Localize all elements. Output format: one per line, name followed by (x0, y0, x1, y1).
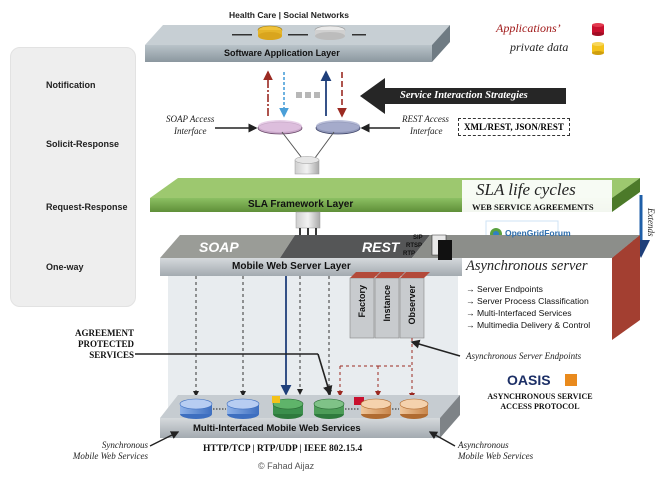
soap-interface-label-1: SOAP Access (166, 114, 215, 124)
private-data-icons (592, 23, 604, 55)
protocol-rtp: RTP (403, 251, 415, 257)
copyright: © Fahad Aijaz (258, 461, 315, 471)
legend-request-response: Request-Response (46, 202, 128, 212)
protocol-sip: SIP (413, 235, 423, 241)
soap-band-label: SOAP (199, 239, 239, 255)
legend-solicit-response: Solicit-Response (46, 139, 120, 149)
feature-process-classification: → Server Process Classification (466, 296, 589, 306)
rest-band-label: REST (362, 239, 400, 255)
sla-agreements: WEB SERVICE AGREEMENTS (472, 202, 594, 212)
agreement-line-3: SERVICES (89, 350, 134, 360)
feature-server-endpoints: → Server Endpoints (466, 284, 543, 294)
private-data-label: private data (510, 40, 569, 54)
sla-layer-title: SLA Framework Layer (248, 199, 354, 210)
formats-box: XML/REST, JSON/REST (458, 118, 570, 136)
async-server-title: Asynchronous server (466, 258, 588, 274)
mobile-layer-title: Mobile Web Server Layer (232, 261, 351, 272)
async-line-1: Asynchronous (458, 440, 509, 450)
agreement-protected-label: AGREEMENT PROTECTED SERVICES (58, 328, 134, 361)
legend-notification: Notification (46, 80, 96, 90)
sync-line-1: Synchronous (101, 440, 148, 450)
top-databases (232, 25, 366, 40)
agreement-line-1: AGREEMENT (74, 328, 134, 338)
service-strategies-arrow (360, 78, 566, 114)
applications-label: Applications’ (496, 21, 561, 35)
column-instance: Instance (382, 285, 392, 322)
async-line-2: Mobile Web Services (458, 451, 534, 461)
extends-label: Extends (646, 208, 656, 237)
sla-lifecycles: SLA life cycles (476, 180, 576, 199)
feature-multimedia: → Multimedia Delivery & Control (466, 320, 591, 330)
async-brick (612, 235, 640, 340)
top-categories: Health Care | Social Networks (229, 10, 350, 20)
sync-services-label: Synchronous Mobile Web Services (52, 440, 148, 462)
agreement-line-2: PROTECTED (77, 339, 134, 349)
bottom-layer-front (160, 418, 440, 438)
async-endpoints-label: Asynchronous Server Endpoints (466, 351, 582, 361)
bottom-protocols: HTTP/TCP | RTP/UDP | IEEE 802.15.4 (203, 444, 363, 454)
protocol-rtsp: RTSP (406, 243, 423, 249)
legend-panel (10, 47, 136, 307)
async-feature-list: → Server Endpoints → Server Process Clas… (466, 283, 590, 331)
rest-interface-label-1: REST Access (402, 114, 449, 124)
legend-one-way: One-way (46, 262, 84, 272)
oasis-caption: ASYNCHRONOUS SERVICE ACCESS PROTOCOL (480, 392, 600, 412)
ogf-logo-text: OpenGridForum (505, 228, 571, 238)
oasis-line-2: ACCESS PROTOCOL (500, 402, 580, 411)
oasis-logo: OASIS (507, 372, 551, 388)
soap-interface-label-2: Interface (174, 126, 207, 136)
software-layer-front (145, 45, 432, 62)
sync-line-2: Mobile Web Services (72, 451, 148, 461)
soap-band (160, 235, 295, 258)
rest-band (280, 235, 430, 258)
bottom-services (179, 396, 429, 419)
service-strategies-label: Service Interaction Strategies (400, 90, 528, 101)
software-layer-title: Software Application Layer (224, 48, 340, 58)
oasis-line-1: ASYNCHRONOUS SERVICE (487, 392, 593, 401)
async-services-label: Asynchronous Mobile Web Services (458, 440, 533, 462)
column-observer: Observer (407, 285, 417, 325)
rest-interface-label-2: Interface (410, 126, 443, 136)
bottom-layer-title: Multi-Interfaced Mobile Web Services (193, 423, 361, 434)
feature-multi-interfaced: → Multi-Interfaced Services (466, 308, 572, 318)
column-factory: Factory (357, 285, 367, 318)
